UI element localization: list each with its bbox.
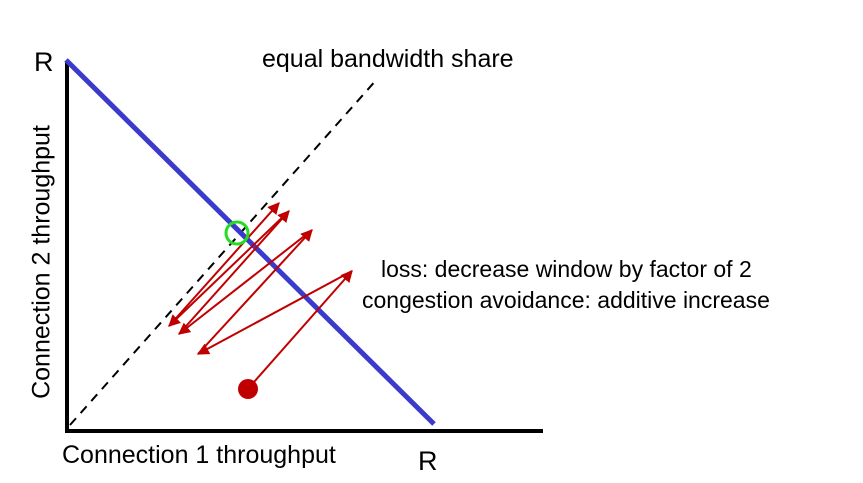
trajectory-arrow [196, 270, 353, 355]
trajectory-arrow [168, 210, 290, 327]
x-max-label: R [418, 446, 438, 476]
equal-share-label: equal bandwidth share [262, 45, 514, 73]
y-axis-label: Connection 2 throughput [27, 125, 56, 399]
trajectory-arrow [178, 229, 313, 335]
fair-point-marker [224, 220, 250, 246]
equal-share-line [69, 77, 379, 426]
loss-annotation: loss: decrease window by factor of 2 [381, 256, 752, 282]
trajectory-arrow [197, 229, 313, 355]
trajectory-arrow [253, 270, 353, 383]
trajectory [168, 202, 353, 383]
x-axis-label: Connection 1 throughput [62, 441, 336, 469]
congestion-avoidance-annotation: congestion avoidance: additive increase [362, 287, 770, 313]
trajectory-arrow [168, 202, 280, 327]
start-point [238, 379, 258, 399]
y-max-label: R [34, 47, 54, 77]
capacity-line [64, 58, 436, 426]
trajectory-arrow [178, 210, 290, 335]
